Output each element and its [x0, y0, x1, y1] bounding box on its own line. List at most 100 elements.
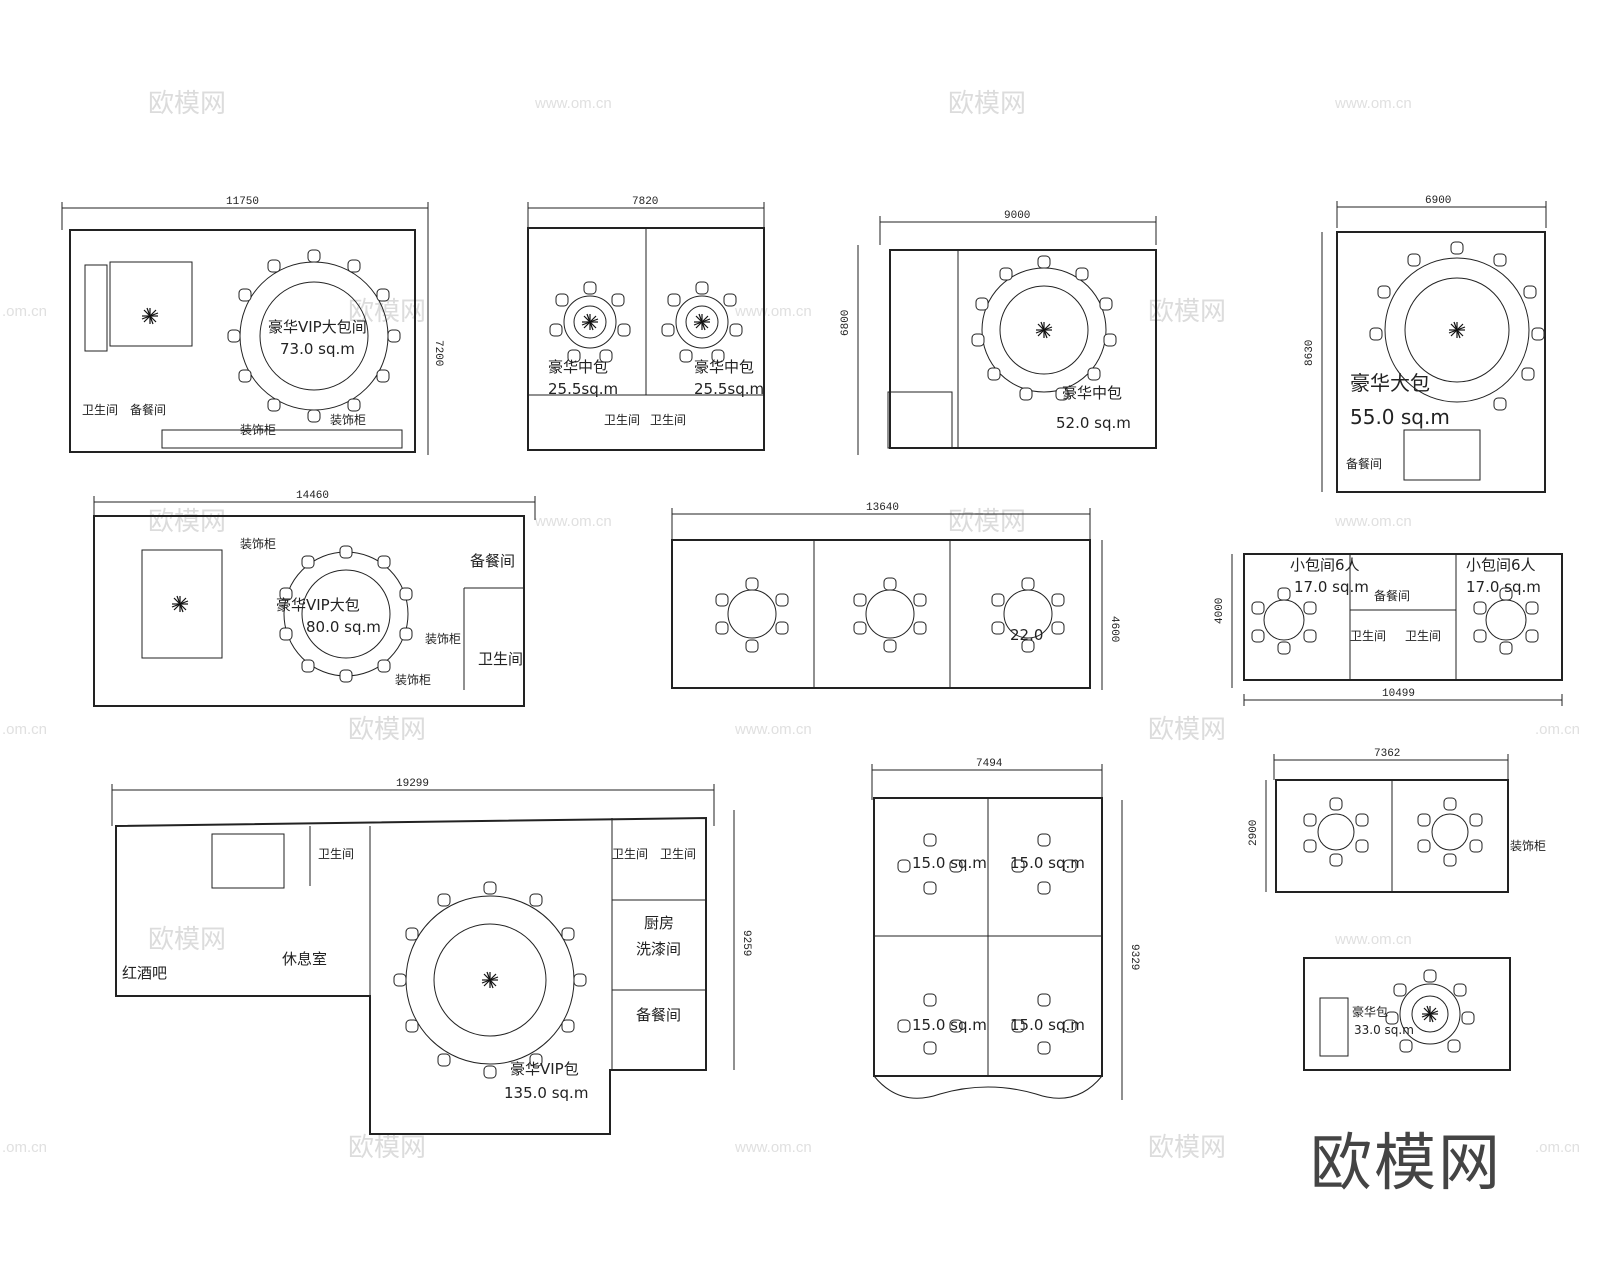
room-name: 红酒吧 — [122, 964, 167, 982]
dimension-label: 6800 — [840, 310, 852, 336]
watermark-logo: 欧模网 — [148, 507, 226, 537]
room-name: 小包间6人 — [1466, 556, 1536, 574]
room-name: 卫生间 — [604, 413, 640, 427]
watermark-logo: 欧模网 — [948, 89, 1026, 119]
room-area: 15.0 sq.m — [1010, 854, 1085, 872]
chair-ring — [227, 249, 401, 423]
room-area: 17.0 sq.m — [1466, 578, 1541, 596]
floor-plan — [111, 784, 735, 1135]
room-name: 卫生间 — [1405, 629, 1441, 643]
watermark-logo: 欧模网 — [948, 507, 1026, 537]
room-name: 豪华中包 — [548, 358, 608, 376]
dimension-label: 4000 — [1214, 598, 1226, 624]
room-name: 备餐间 — [1374, 588, 1410, 603]
ceiling-light-icon — [1448, 321, 1466, 339]
room-area: 25.5sq.m — [694, 380, 764, 398]
watermark-logo: 欧模网 — [1148, 1133, 1226, 1163]
room-name: 厨房 — [644, 914, 674, 932]
room-area: 17.0 sq.m — [1294, 578, 1369, 596]
floor-plan — [61, 202, 429, 455]
chair-ring — [279, 545, 413, 683]
watermark-url: www.om.cn — [1334, 95, 1412, 112]
room-name: 装饰柜 — [240, 423, 276, 437]
room-area: 33.0 sq.m — [1354, 1023, 1414, 1037]
dimension-label: 14460 — [296, 490, 329, 502]
dimension-label: 7362 — [1374, 748, 1400, 760]
room-name: 洗漆间 — [636, 940, 681, 958]
ceiling-light-icon — [171, 595, 189, 613]
dimension-label: 9000 — [1004, 210, 1030, 222]
watermark-url: www.om.cn — [734, 721, 812, 738]
room-name: 装饰柜 — [1510, 839, 1546, 853]
dimension-label: 13640 — [866, 502, 899, 514]
dimension-label: 10499 — [1382, 688, 1415, 700]
watermark-url: .om.cn — [2, 1139, 47, 1156]
watermark-url: www.om.cn — [534, 95, 612, 112]
watermark-url: www.om.cn — [534, 513, 612, 530]
watermark-logo: 欧模网 — [348, 715, 426, 745]
room-name: 小包间6人 — [1290, 556, 1360, 574]
ceiling-light-icon — [1035, 321, 1053, 339]
room-area: 22.0 — [1010, 626, 1043, 644]
room-area: 15.0 sq.m — [1010, 1016, 1085, 1034]
watermark-url: .om.cn — [1535, 721, 1580, 738]
room-name: 卫生间 — [1350, 629, 1386, 643]
room-name: 卫生间 — [650, 413, 686, 427]
dimension-label: 8630 — [1304, 340, 1316, 366]
room-name: 装饰柜 — [330, 413, 366, 427]
room-name: 卫生间 — [478, 650, 523, 668]
room-name: 豪华VIP大包 — [276, 596, 360, 614]
watermark-url: www.om.cn — [734, 303, 812, 320]
ceiling-light-icon — [1421, 1005, 1439, 1023]
watermark-url: .om.cn — [2, 721, 47, 738]
dimension-label: 7820 — [632, 196, 658, 208]
room-name: 豪华VIP包 — [510, 1060, 579, 1078]
room-name: 休息室 — [282, 950, 327, 968]
watermark-url: .om.cn — [2, 303, 47, 320]
dimension-label: 7200 — [432, 340, 444, 366]
room-name: 豪华VIP大包间 — [268, 318, 367, 336]
room-area: 25.5sq.m — [548, 380, 618, 398]
room-area: 52.0 sq.m — [1056, 414, 1131, 432]
watermark-url: www.om.cn — [1334, 931, 1412, 948]
room-name: 装饰柜 — [395, 673, 431, 687]
room-area: 80.0 sq.m — [306, 618, 381, 636]
room-name: 备餐间 — [130, 402, 166, 417]
ceiling-light-icon — [481, 971, 499, 989]
room-area: 135.0 sq.m — [504, 1084, 588, 1102]
room-area: 55.0 sq.m — [1350, 405, 1450, 429]
room-name: 备餐间 — [470, 552, 515, 570]
dimension-label: 11750 — [226, 196, 259, 208]
dimension-label: 4600 — [1108, 616, 1120, 642]
watermark-logo: 欧模网 — [148, 925, 226, 955]
dimension-label: 9259 — [740, 930, 752, 956]
room-area: 15.0 sq.m — [912, 1016, 987, 1034]
room-name: 卫生间 — [318, 847, 354, 861]
watermark-logo: 欧模网 — [1148, 715, 1226, 745]
dimension-label: 2900 — [1248, 820, 1260, 846]
watermark-layer: 欧模网 www.om.cn 欧模网 www.om.cn .om.cn 欧模网 w… — [2, 89, 1580, 1163]
watermark-url: .om.cn — [1535, 1139, 1580, 1156]
room-name: 卫生间 — [612, 847, 648, 861]
room-name: 豪华中包 — [1062, 384, 1122, 402]
dimension-label: 9329 — [1128, 944, 1140, 970]
room-name: 豪华大包 — [1350, 371, 1430, 395]
watermark-logo: 欧模网 — [348, 1133, 426, 1163]
room-name: 豪华包 — [1352, 1004, 1388, 1019]
floor-plan — [1265, 754, 1509, 893]
room-name: 卫生间 — [82, 403, 118, 417]
floor-plan — [1303, 957, 1511, 1071]
floor-plan — [527, 202, 765, 451]
room-name: 备餐间 — [1346, 456, 1382, 471]
watermark-logo: 欧模网 — [148, 89, 226, 119]
floor-plan — [857, 216, 1157, 455]
dimension-label: 19299 — [396, 778, 429, 790]
chair-ring — [1303, 797, 1483, 867]
floor-plan — [671, 508, 1103, 690]
dimension-label: 6900 — [1425, 195, 1451, 207]
ceiling-light-icon — [141, 307, 159, 325]
room-name: 卫生间 — [660, 847, 696, 861]
dimension-label: 7494 — [976, 758, 1003, 770]
watermark-url: www.om.cn — [1334, 513, 1412, 530]
room-name: 装饰柜 — [240, 537, 276, 551]
